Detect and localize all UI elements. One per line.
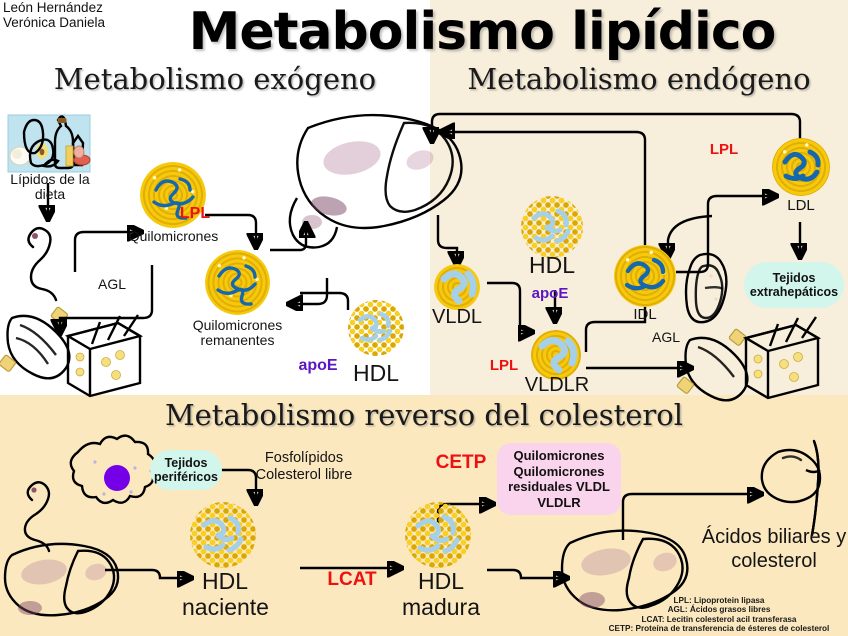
author-line-1: León Hernández bbox=[3, 0, 103, 15]
author-line-2: Verónica Daniela bbox=[3, 14, 106, 30]
badge-extrahepatic-tissues: Tejidos extrahepáticos bbox=[744, 262, 844, 308]
particle-hdl-exogenous bbox=[348, 300, 404, 356]
label-hdl-nascent: HDL naciente bbox=[182, 568, 269, 620]
particle-chylomicron bbox=[140, 162, 206, 228]
label-vldlr: VLDLR bbox=[524, 374, 590, 396]
label-lpl-endogenous-upper: LPL bbox=[709, 141, 739, 158]
label-apoe-exogenous: apoE bbox=[298, 357, 338, 374]
particle-hdl-mature bbox=[405, 502, 471, 568]
subtitle-exogenous: Metabolismo exógeno bbox=[53, 62, 377, 96]
label-chylomicrons: Quilomicrones bbox=[128, 228, 219, 244]
particle-vldl bbox=[434, 264, 480, 310]
label-chylomicron-remnants: Quilomicrones remanentes bbox=[192, 317, 283, 348]
label-idl: IDL bbox=[633, 306, 657, 323]
label-ldl: LDL bbox=[787, 197, 815, 214]
legend-line-2: LCAT: Lecitin colesterol acil transferas… bbox=[641, 614, 797, 624]
label-phospholipids-cholesterol: Fosfolípidos Colesterol libre bbox=[255, 450, 353, 483]
label-agl-exogenous: AGL bbox=[97, 276, 126, 292]
label-apoe-endogenous: apoE bbox=[531, 285, 569, 302]
badge-transfer-targets-text: Quilomicrones Quilomicrones residuales V… bbox=[508, 448, 610, 510]
label-bile-acids: Ácidos biliares y colesterol bbox=[701, 526, 847, 572]
legend-line-0: LPL: Lipoprotein lipasa bbox=[673, 595, 765, 605]
particle-hdl-endogenous bbox=[521, 196, 583, 258]
particle-hdl-nascent bbox=[190, 502, 256, 568]
label-hdl-exogenous: HDL bbox=[352, 360, 399, 386]
badge-extrahepatic-tissues-text: Tejidos extrahepáticos bbox=[749, 271, 839, 299]
subtitle-reverse: Metabolismo reverso del colesterol bbox=[164, 398, 684, 432]
label-agl-endogenous: AGL bbox=[651, 329, 680, 345]
label-lpl-endogenous-lower: LPL bbox=[489, 357, 519, 374]
page-title: Metabolismo lipídico bbox=[188, 2, 777, 62]
particle-vldlr bbox=[531, 330, 581, 380]
subtitle-endogenous: Metabolismo endógeno bbox=[467, 62, 811, 96]
label-lcat: LCAT bbox=[327, 569, 377, 590]
legend-line-1: AGL: Ácidos grasos libres bbox=[667, 605, 771, 615]
label-cetp: CETP bbox=[435, 452, 487, 473]
author-credit: León Hernández Verónica Daniela bbox=[3, 0, 135, 30]
badge-peripheral-tissues-text: Tejidos periféricos bbox=[154, 456, 218, 484]
particle-chylomicron-remnant bbox=[205, 250, 270, 315]
label-dietary-lipids: Lípidos de la dieta bbox=[10, 171, 90, 202]
label-lpl-exogenous: LPL bbox=[179, 205, 211, 222]
badge-peripheral-tissues: Tejidos periféricos bbox=[150, 450, 222, 490]
badge-transfer-targets: Quilomicrones Quilomicrones residuales V… bbox=[497, 443, 621, 515]
label-hdl-mature: HDL madura bbox=[402, 568, 480, 620]
abbreviation-legend: LPL: Lipoprotein lipasa AGL: Ácidos gras… bbox=[594, 596, 844, 634]
legend-line-3: CETP: Proteína de transferencia de éster… bbox=[608, 624, 830, 634]
particle-ldl bbox=[772, 138, 830, 196]
label-hdl-endogenous: HDL bbox=[528, 252, 575, 278]
particle-idl bbox=[614, 245, 676, 307]
label-vldl: VLDL bbox=[431, 306, 483, 328]
